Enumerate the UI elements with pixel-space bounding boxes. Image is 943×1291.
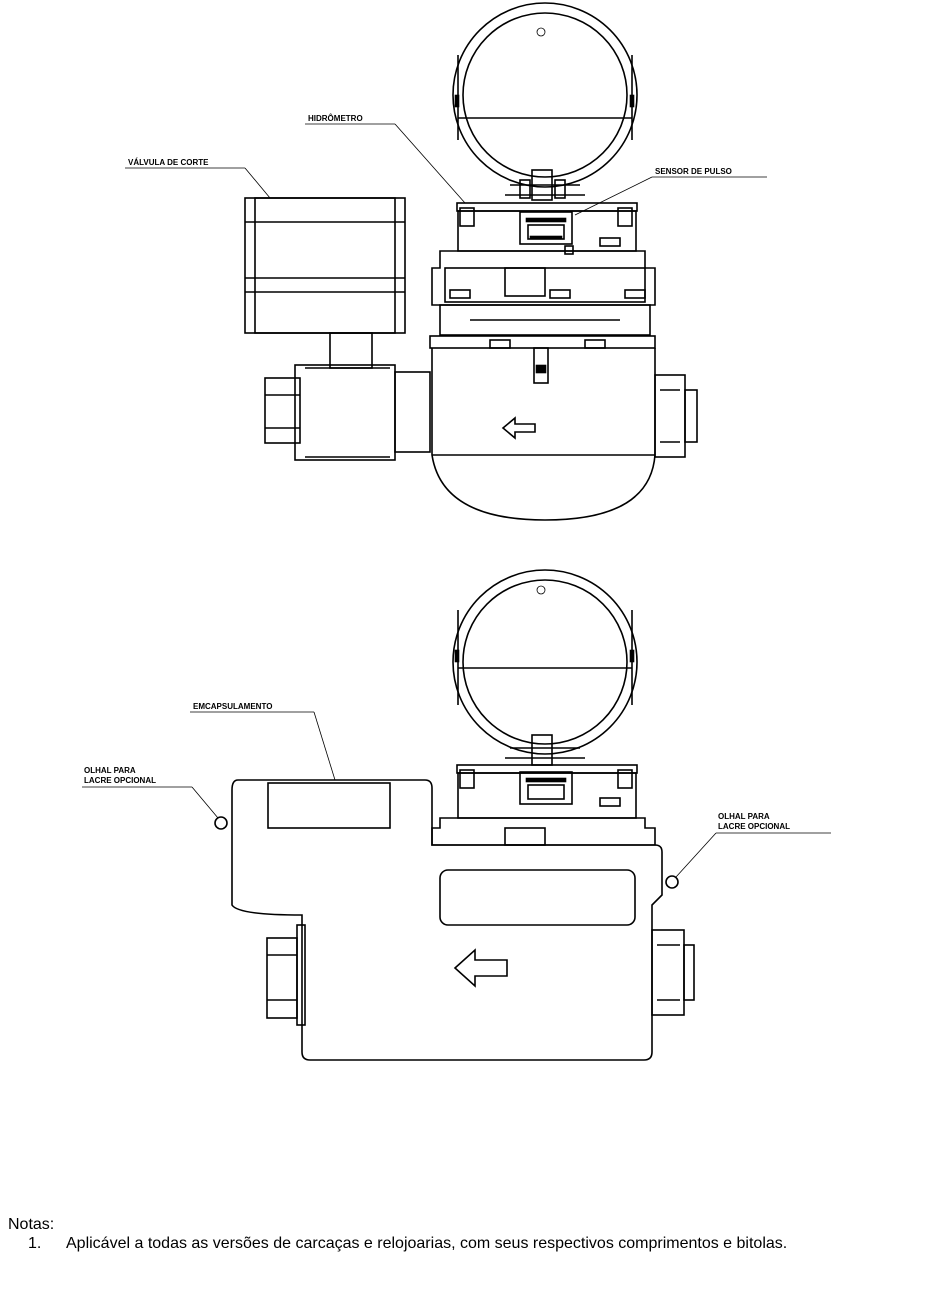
note-item: 1. Aplicável a todas as versões de carca… bbox=[8, 1234, 938, 1253]
encapsulation bbox=[214, 779, 695, 1061]
notes-section: Notas: 1. Aplicável a todas as versões d… bbox=[8, 1215, 938, 1253]
label-sensor-de-pulso: SENSOR DE PULSO bbox=[655, 167, 732, 176]
notes-title: Notas: bbox=[8, 1216, 55, 1233]
meter-lid-bottom bbox=[452, 569, 638, 755]
meter-register bbox=[429, 202, 656, 384]
label-olhal-right-line1: OLHAL PARA bbox=[718, 812, 770, 821]
label-olhal-right-line2: LACRE OPCIONAL bbox=[718, 822, 790, 831]
meter-register-bottom bbox=[431, 764, 656, 846]
label-hidrometro: HIDRÔMETRO bbox=[308, 114, 363, 123]
lid-hinge bbox=[505, 169, 585, 201]
label-olhal-left-line1: OLHAL PARA bbox=[84, 766, 136, 775]
top-assembly: HIDRÔMETRO VÁLVULA DE CORTE SENSOR DE PU… bbox=[125, 2, 767, 521]
note-number: 1. bbox=[28, 1235, 42, 1252]
label-emcapsulamento: EMCAPSULAMENTO bbox=[193, 702, 272, 711]
shutoff-valve bbox=[244, 197, 431, 461]
bottom-assembly: EMCAPSULAMENTO OLHAL PARA LACRE OPCIONAL… bbox=[82, 569, 831, 1061]
bottom-leaders bbox=[82, 711, 831, 878]
label-olhal-left-line2: LACRE OPCIONAL bbox=[84, 776, 156, 785]
meter-body bbox=[431, 348, 698, 521]
meter-lid bbox=[452, 2, 638, 188]
top-leaders bbox=[125, 123, 767, 216]
label-valvula-de-corte: VÁLVULA DE CORTE bbox=[128, 158, 209, 167]
note-text: Aplicável a todas as versões de carcaças… bbox=[66, 1235, 788, 1252]
